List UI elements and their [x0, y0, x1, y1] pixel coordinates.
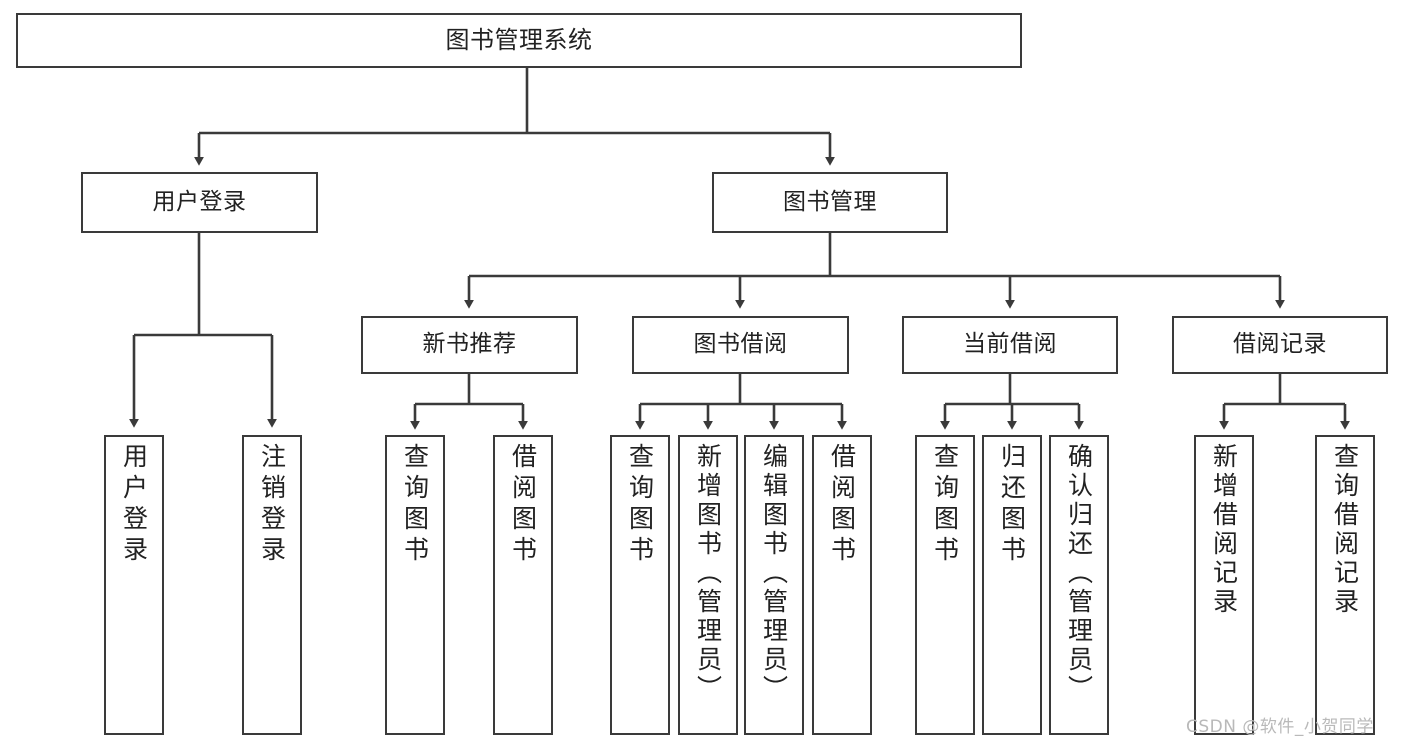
leaf-borrow-record-add[interactable]: 新增借阅记录	[1194, 435, 1254, 735]
node-user-login-label: 用户登录	[152, 188, 247, 215]
node-new-book-recommend[interactable]: 新书推荐	[361, 316, 578, 374]
node-root-system[interactable]: 图书管理系统	[16, 13, 1022, 68]
leaf-new-book-query-label: 查询图书	[400, 443, 430, 567]
leaf-book-borrow-borrow-label: 借阅图书	[827, 443, 857, 567]
node-root-system-label: 图书管理系统	[445, 26, 593, 55]
leaf-user-login-login[interactable]: 用户登录	[104, 435, 164, 735]
node-book-borrow-label: 图书借阅	[693, 331, 788, 358]
leaf-book-borrow-add-label: 新增图书（管理员）	[693, 443, 723, 704]
leaf-current-borrow-confirm-return[interactable]: 确认归还（管理员）	[1049, 435, 1109, 735]
node-current-borrow-label: 当前借阅	[963, 331, 1057, 358]
leaf-current-borrow-return[interactable]: 归还图书	[982, 435, 1042, 735]
leaf-new-book-borrow-label: 借阅图书	[508, 443, 538, 567]
node-borrow-record-label: 借阅记录	[1233, 331, 1327, 358]
leaf-borrow-record-query[interactable]: 查询借阅记录	[1315, 435, 1375, 735]
leaf-user-login-logout-label: 注销登录	[257, 443, 287, 567]
leaf-book-borrow-edit-label: 编辑图书（管理员）	[759, 443, 789, 704]
leaf-current-borrow-return-label: 归还图书	[997, 443, 1027, 567]
leaf-book-borrow-query[interactable]: 查询图书	[610, 435, 670, 735]
leaf-book-borrow-query-label: 查询图书	[625, 443, 655, 567]
leaf-user-login-login-label: 用户登录	[119, 443, 149, 567]
node-new-book-recommend-label: 新书推荐	[422, 331, 517, 358]
leaf-new-book-borrow[interactable]: 借阅图书	[493, 435, 553, 735]
leaf-borrow-record-query-label: 查询借阅记录	[1330, 443, 1360, 617]
leaf-user-login-logout[interactable]: 注销登录	[242, 435, 302, 735]
leaf-borrow-record-add-label: 新增借阅记录	[1209, 443, 1239, 617]
node-book-borrow[interactable]: 图书借阅	[632, 316, 849, 374]
leaf-book-borrow-borrow[interactable]: 借阅图书	[812, 435, 872, 735]
leaf-book-borrow-edit[interactable]: 编辑图书（管理员）	[744, 435, 804, 735]
node-borrow-record[interactable]: 借阅记录	[1172, 316, 1388, 374]
csdn-watermark: CSDN @软件_小贺同学	[1186, 717, 1374, 737]
node-current-borrow[interactable]: 当前借阅	[902, 316, 1118, 374]
node-book-management[interactable]: 图书管理	[712, 172, 948, 233]
leaf-book-borrow-add[interactable]: 新增图书（管理员）	[678, 435, 738, 735]
node-user-login[interactable]: 用户登录	[81, 172, 318, 233]
leaf-current-borrow-query-label: 查询图书	[930, 443, 960, 567]
leaf-current-borrow-query[interactable]: 查询图书	[915, 435, 975, 735]
leaf-current-borrow-confirm-return-label: 确认归还（管理员）	[1064, 443, 1094, 704]
leaf-new-book-query[interactable]: 查询图书	[385, 435, 445, 735]
node-book-management-label: 图书管理	[783, 188, 877, 215]
